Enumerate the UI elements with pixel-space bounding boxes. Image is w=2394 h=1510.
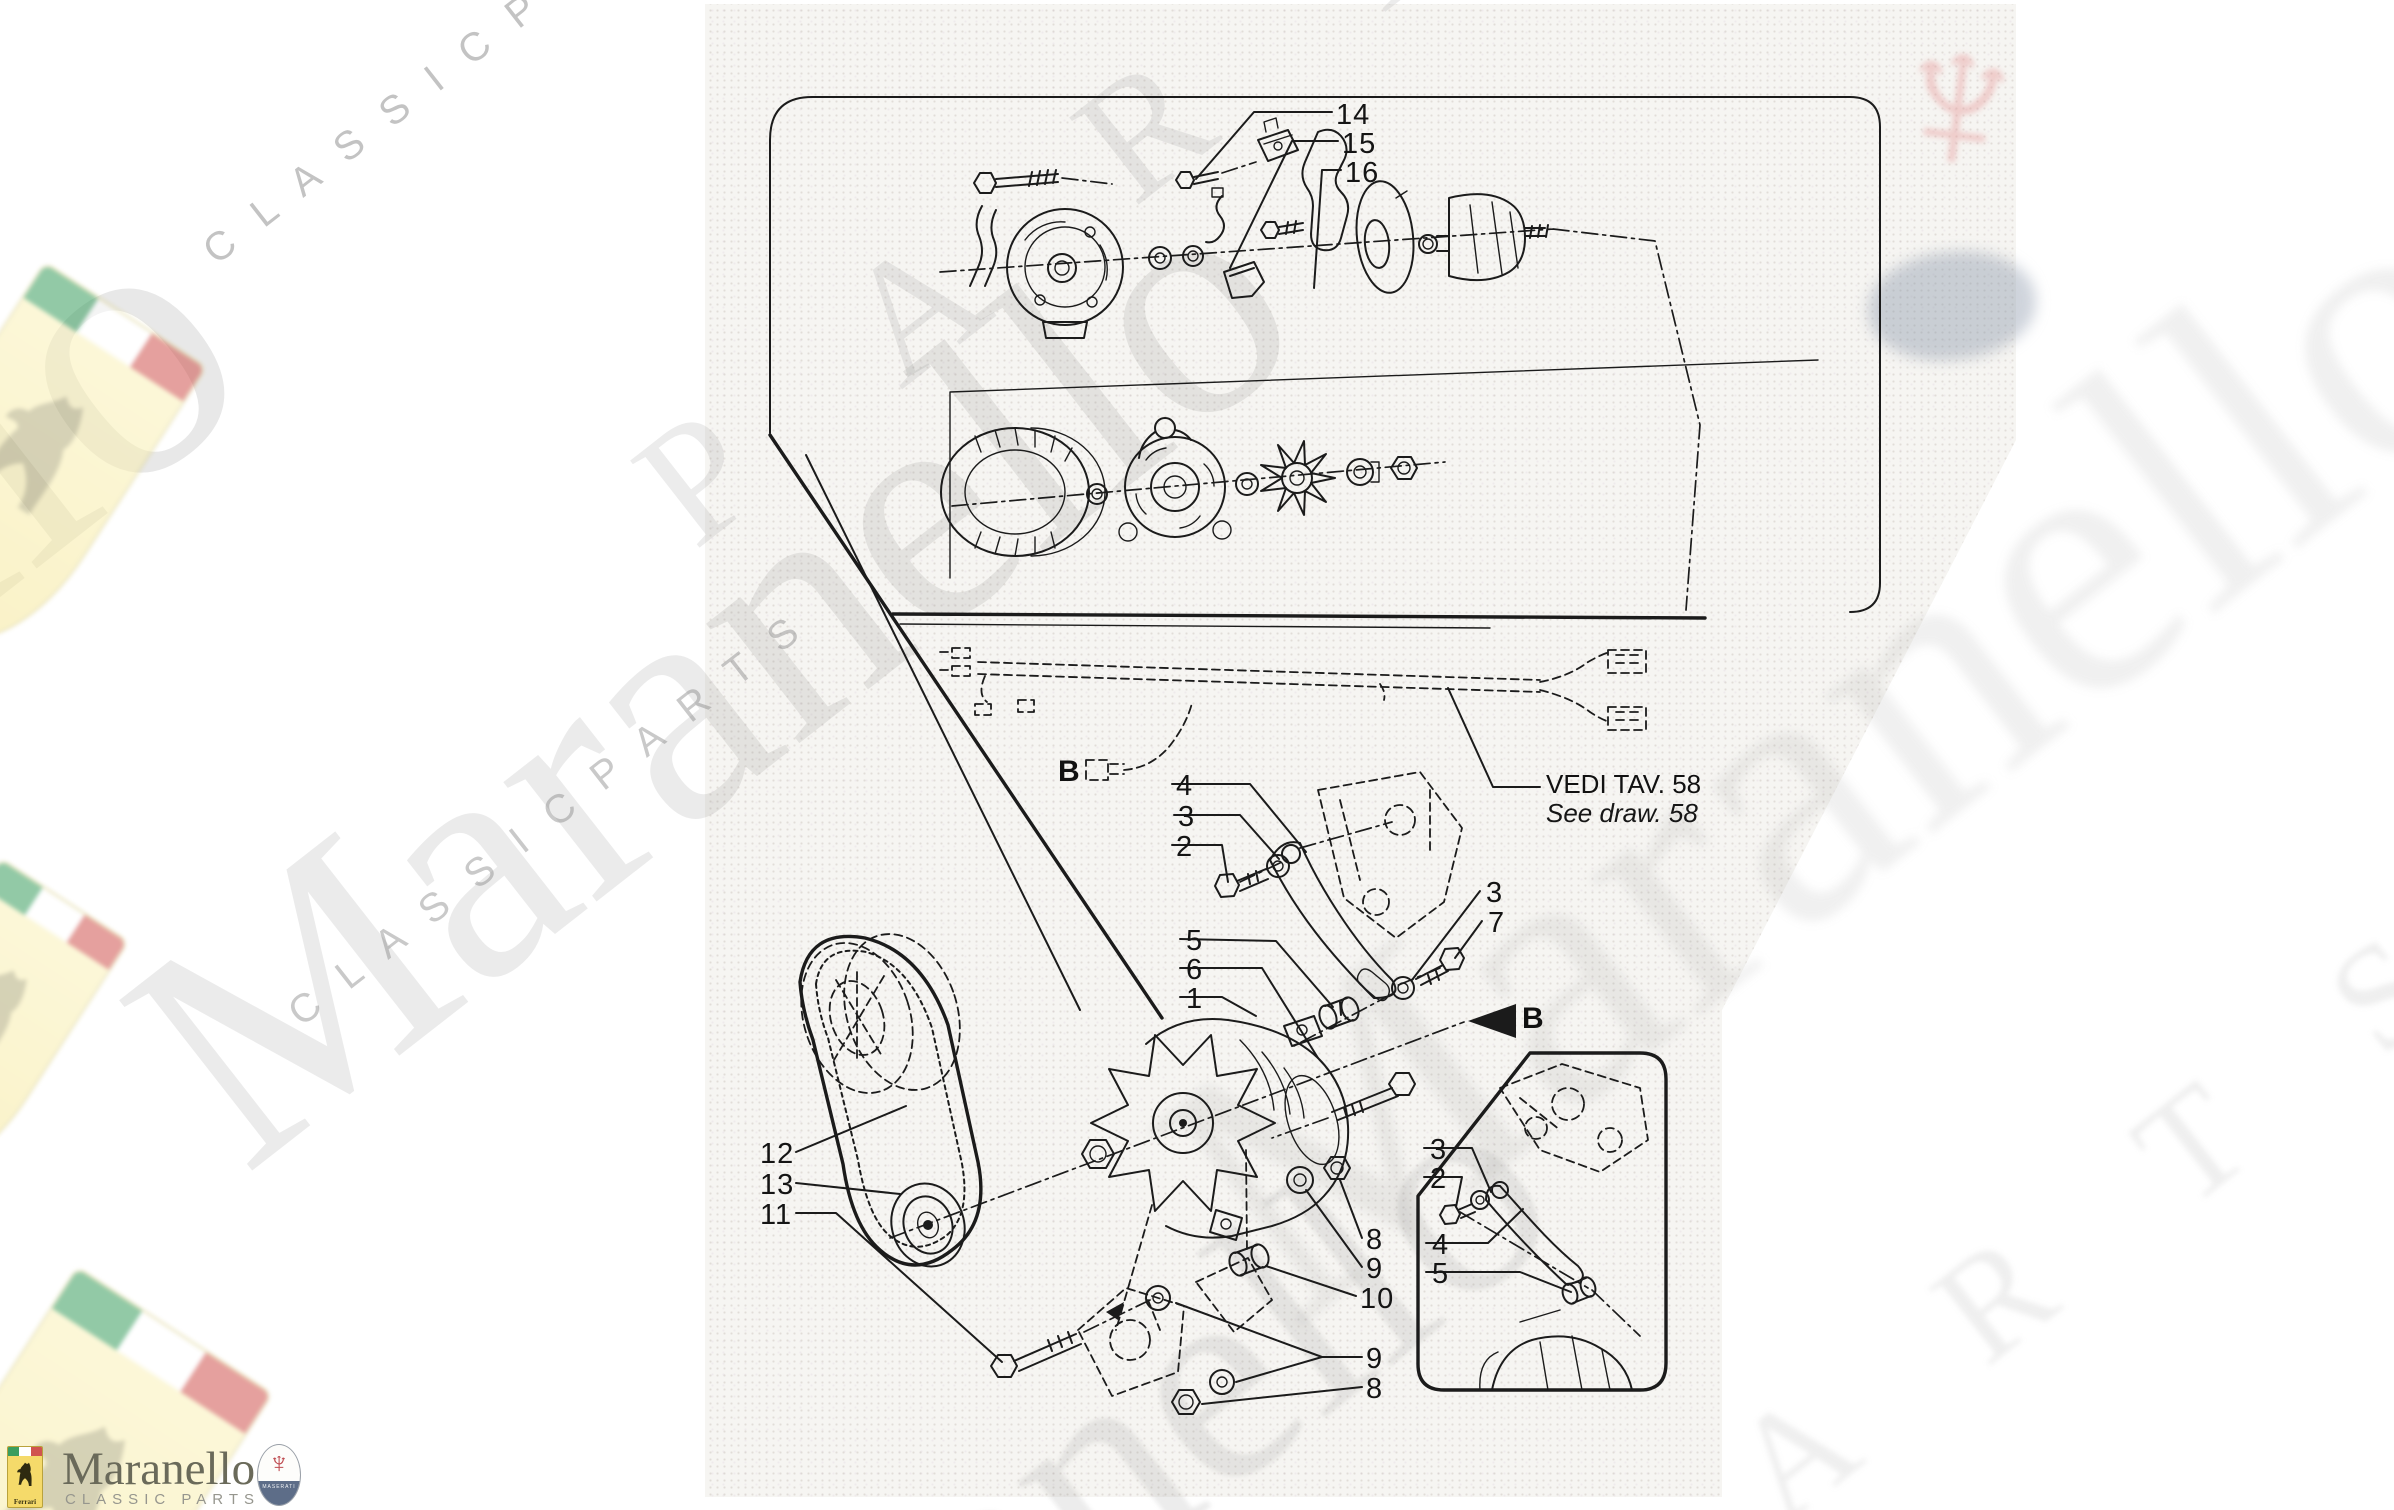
horse-icon	[0, 1426, 125, 1510]
callout-2-5: 2	[1176, 831, 1194, 863]
ferrari-shield-watermark-1: Ferrari	[0, 261, 208, 673]
callout-10-16: 10	[1360, 1283, 1395, 1315]
callout-8-18: 8	[1366, 1373, 1384, 1405]
footer-subtitle-text: CLASSIC PARTS	[65, 1491, 260, 1508]
callout-14-0: 14	[1336, 99, 1371, 131]
callout-5-6: 5	[1186, 925, 1204, 957]
trident-icon: ♆	[267, 1447, 291, 1480]
callout-9-17: 9	[1366, 1343, 1384, 1375]
callout-8-14: 8	[1366, 1224, 1384, 1256]
ferrari-shield-logo: Ferrari	[7, 1446, 43, 1508]
callout-6-7: 6	[1186, 954, 1204, 986]
view-b-label-harness: B	[1058, 755, 1080, 788]
view-b-label-arrow: B	[1522, 1002, 1544, 1035]
callout-2-20: 2	[1430, 1163, 1448, 1195]
ferrari-shield-watermark-3: Ferrari	[0, 1266, 274, 1510]
callout-3-4: 3	[1178, 801, 1196, 833]
horse-icon	[17, 1462, 32, 1487]
callout-15-1: 15	[1342, 128, 1377, 160]
callout-16-2: 16	[1345, 157, 1380, 189]
callout-5-22: 5	[1432, 1258, 1450, 1290]
horse-icon	[0, 970, 27, 1064]
callout-12-11: 12	[760, 1138, 795, 1170]
callout-4-21: 4	[1432, 1229, 1450, 1261]
watermark-classic-parts-top-left: C L A S S I C P A R T S	[195, 0, 730, 273]
callout-9-15: 9	[1366, 1253, 1384, 1285]
horse-icon	[0, 395, 84, 515]
callout-4-3: 4	[1176, 770, 1194, 802]
callout-3-9: 3	[1486, 877, 1504, 909]
callout-3-19: 3	[1430, 1134, 1448, 1166]
callout-1-8: 1	[1186, 983, 1204, 1015]
footer-brand-text: Maranello	[62, 1443, 256, 1495]
maserati-trident-watermark-icon: ♆	[1863, 0, 2054, 230]
see-drawing-note-it: VEDI TAV. 58	[1546, 769, 1702, 799]
maserati-badge-text: MASERATI	[262, 1484, 296, 1490]
callout-13-12: 13	[760, 1169, 795, 1201]
ferrari-shield-watermark-2: Ferrari	[0, 857, 130, 1197]
maserati-badge-logo: ♆ MASERATI	[257, 1444, 301, 1506]
see-drawing-note-en: See draw. 58	[1546, 798, 1698, 828]
callout-7-10: 7	[1488, 907, 1506, 939]
callout-11-13: 11	[760, 1199, 793, 1231]
